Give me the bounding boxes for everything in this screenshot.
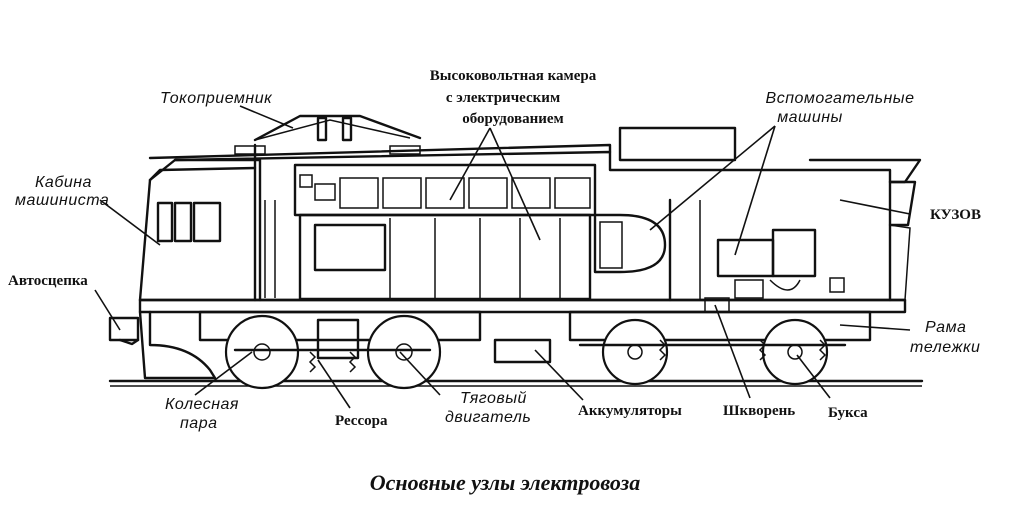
label-rama-line2: тележки [910, 339, 980, 356]
label-rama-line1: Рама [925, 319, 966, 336]
label-hv-line3: оборудованием [462, 111, 563, 127]
label-aux-line2: машины [777, 109, 843, 126]
label-hv-line2: с электрическим [446, 90, 560, 106]
leader-lines [94, 105, 911, 409]
locomotive-body [138, 126, 922, 314]
label-tokopriemnik: Токоприемник [160, 90, 273, 107]
label-kolesnaya-line1: Колесная [165, 396, 239, 413]
label-kabina-line2: машиниста [15, 192, 109, 209]
label-hv-line1: Высоковольтная камера [430, 68, 597, 84]
label-aux-line1: Вспомогательные [766, 90, 915, 107]
caption: Основные узлы электровоза [370, 470, 640, 495]
coupler [108, 316, 140, 346]
label-avtoscepka: Автосцепка [8, 273, 88, 289]
aux-machines [593, 198, 845, 302]
battery-box [493, 338, 552, 364]
label-tyag-line1: Тяговый [460, 390, 527, 407]
rear-bogie [568, 297, 872, 386]
label-shkvoren: Шкворень [723, 403, 795, 419]
label-kuzov: КУЗОВ [930, 207, 981, 223]
front-bogie [138, 310, 482, 390]
label-akkum: Аккумуляторы [578, 403, 682, 419]
label-ressora: Рессора [335, 413, 388, 429]
label-kolesnaya-line2: пара [180, 415, 218, 432]
label-buksa: Букса [828, 405, 868, 421]
label-kabina-line1: Кабина [35, 174, 92, 191]
pantograph [234, 114, 422, 155]
label-tyag-line2: двигатель [445, 409, 531, 426]
hv-chamber [293, 163, 597, 301]
